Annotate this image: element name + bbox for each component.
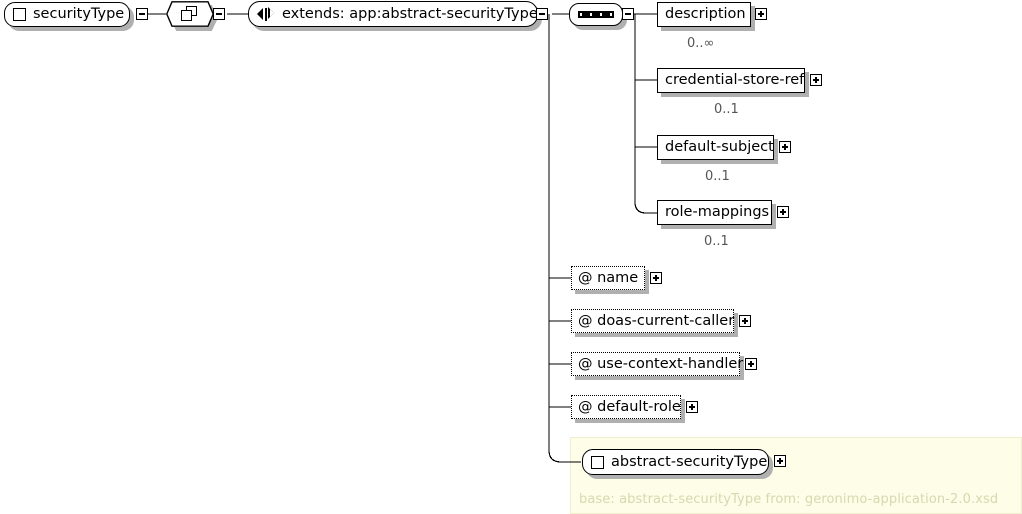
element-body[interactable]: credential-store-ref	[657, 68, 805, 93]
extension-compositor-node[interactable]	[166, 1, 218, 31]
attribute-body[interactable]: @ doas-current-caller	[571, 309, 734, 333]
base-type-note: base: abstract-securityType from: geroni…	[579, 492, 999, 507]
extends-arrows-icon	[257, 7, 276, 21]
attribute-node-doas-current-caller[interactable]: @ doas-current-caller	[571, 309, 738, 337]
sequence-body	[569, 3, 623, 26]
attribute-body[interactable]: @ name	[571, 266, 645, 290]
attribute-label: @ doas-current-caller	[578, 312, 735, 329]
root-collapse-toggle[interactable]	[136, 8, 148, 20]
base-type-reference-node[interactable]: abstract-securityType	[582, 449, 773, 479]
root-type-label: securityType	[33, 6, 125, 23]
root-type-body[interactable]: securityType	[4, 2, 130, 27]
element-body[interactable]: default-subject	[657, 135, 774, 160]
element-node-description[interactable]: description	[657, 2, 755, 31]
attribute-expand-toggle-use-context-handler[interactable]	[745, 358, 757, 370]
element-node-role-mappings[interactable]: role-mappings	[657, 200, 776, 229]
base-type-reference-label: abstract-securityType	[611, 453, 768, 470]
element-expand-toggle-description[interactable]	[755, 8, 767, 20]
base-type-reference-body[interactable]: abstract-securityType	[582, 449, 769, 475]
extends-body[interactable]: extends: app:abstract-securityType	[248, 1, 538, 27]
attribute-label: @ name	[578, 269, 639, 286]
cardinality-description: 0..∞	[687, 36, 715, 51]
sequence-icon	[578, 11, 614, 18]
cardinality-credential-store-ref: 0..1	[714, 102, 739, 117]
attribute-body[interactable]: @ default-role	[571, 395, 681, 419]
element-node-credential-store-ref[interactable]: credential-store-ref	[657, 68, 809, 97]
extension-collapse-toggle[interactable]	[213, 8, 225, 20]
attribute-body[interactable]: @ use-context-handler	[571, 352, 744, 376]
element-node-default-subject[interactable]: default-subject	[657, 135, 778, 164]
element-square-icon	[13, 8, 26, 21]
sequence-compositor-node[interactable]	[569, 3, 627, 30]
element-expand-toggle-credential-store-ref[interactable]	[810, 74, 822, 86]
attribute-node-use-context-handler[interactable]: @ use-context-handler	[571, 352, 744, 380]
attribute-node-default-role[interactable]: @ default-role	[571, 395, 685, 423]
extension-overlapping-squares-icon	[181, 6, 198, 22]
attribute-expand-toggle-default-role[interactable]	[686, 401, 698, 413]
sequence-collapse-toggle[interactable]	[622, 8, 634, 20]
element-label: description	[665, 6, 746, 23]
cardinality-default-subject: 0..1	[705, 169, 730, 184]
element-label: role-mappings	[665, 204, 770, 221]
element-label: credential-store-ref	[665, 72, 805, 89]
base-type-expand-toggle[interactable]	[774, 455, 786, 467]
attribute-expand-toggle-doas-current-caller[interactable]	[739, 315, 751, 327]
hexagon-outline	[166, 1, 214, 27]
element-body[interactable]: role-mappings	[657, 200, 772, 225]
attribute-label: @ default-role	[578, 398, 681, 415]
element-expand-toggle-role-mappings[interactable]	[777, 206, 789, 218]
extends-node[interactable]: extends: app:abstract-securityType	[248, 1, 542, 31]
attribute-node-name[interactable]: @ name	[571, 266, 649, 294]
element-body[interactable]: description	[657, 2, 751, 27]
attribute-expand-toggle-name[interactable]	[650, 272, 662, 284]
attribute-label: @ use-context-handler	[578, 355, 744, 372]
extends-collapse-toggle[interactable]	[536, 8, 548, 20]
element-expand-toggle-default-subject[interactable]	[779, 141, 791, 153]
cardinality-role-mappings: 0..1	[704, 234, 729, 249]
extends-label: extends: app:abstract-securityType	[282, 5, 538, 22]
root-type-node[interactable]: securityType	[4, 2, 134, 31]
element-square-icon	[591, 455, 604, 469]
element-label: default-subject	[665, 139, 774, 156]
